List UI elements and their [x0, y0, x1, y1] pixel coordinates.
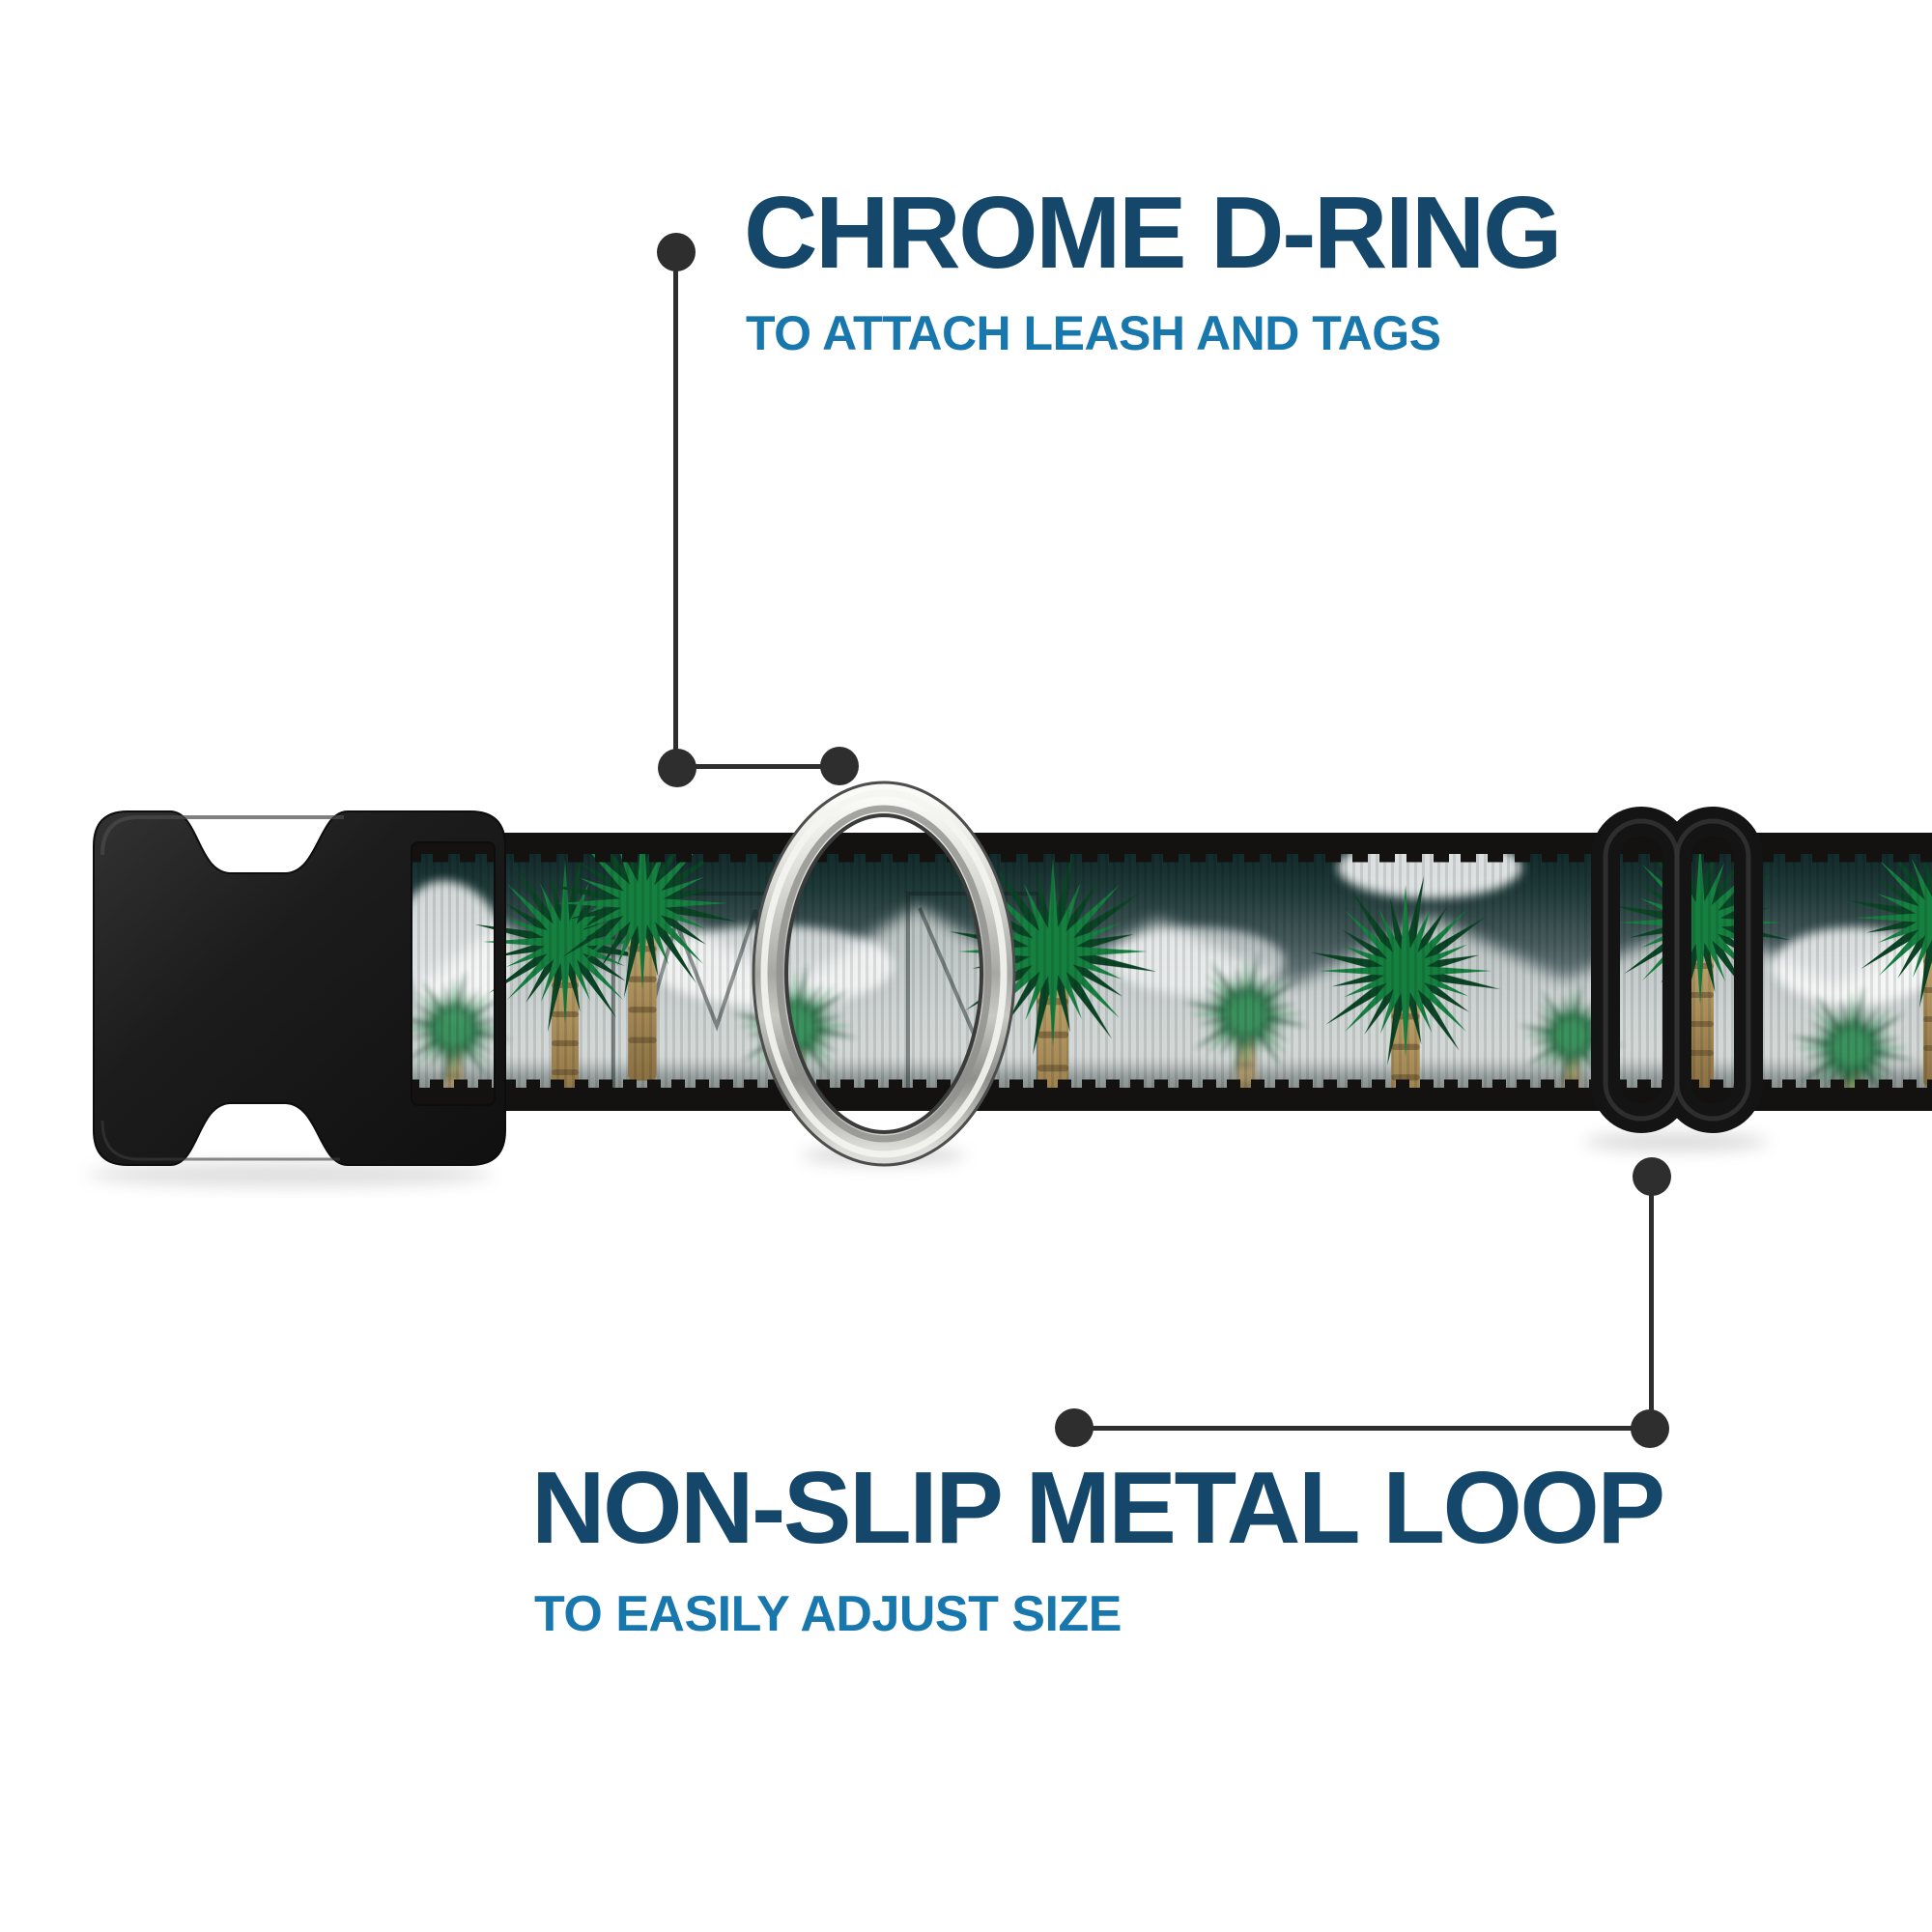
- callout-line-vertical: [1649, 1177, 1654, 1429]
- callout-line-vertical: [673, 252, 678, 768]
- buckle-highlight: [100, 815, 344, 856]
- callout-dot: [820, 747, 859, 785]
- callout-dot: [1055, 1408, 1094, 1447]
- tri-glide-slider: [1591, 807, 1763, 1133]
- callout-title: NON-SLIP METAL LOOP: [531, 1451, 1665, 1565]
- callout-subtitle: TO EASILY ADJUST SIZE: [534, 1586, 1122, 1642]
- callout-subtitle: TO ATTACH LEASH AND TAGS: [746, 306, 1441, 360]
- buckle: [93, 810, 506, 1166]
- soft-shadows: [87, 1132, 1768, 1187]
- d-ring: [752, 781, 1016, 1167]
- callout-line-horizontal: [677, 764, 839, 769]
- callout-title: CHROME D-RING: [744, 176, 1562, 290]
- callout-line-horizontal: [1074, 1426, 1650, 1431]
- webbing-texture: [406, 833, 1932, 1111]
